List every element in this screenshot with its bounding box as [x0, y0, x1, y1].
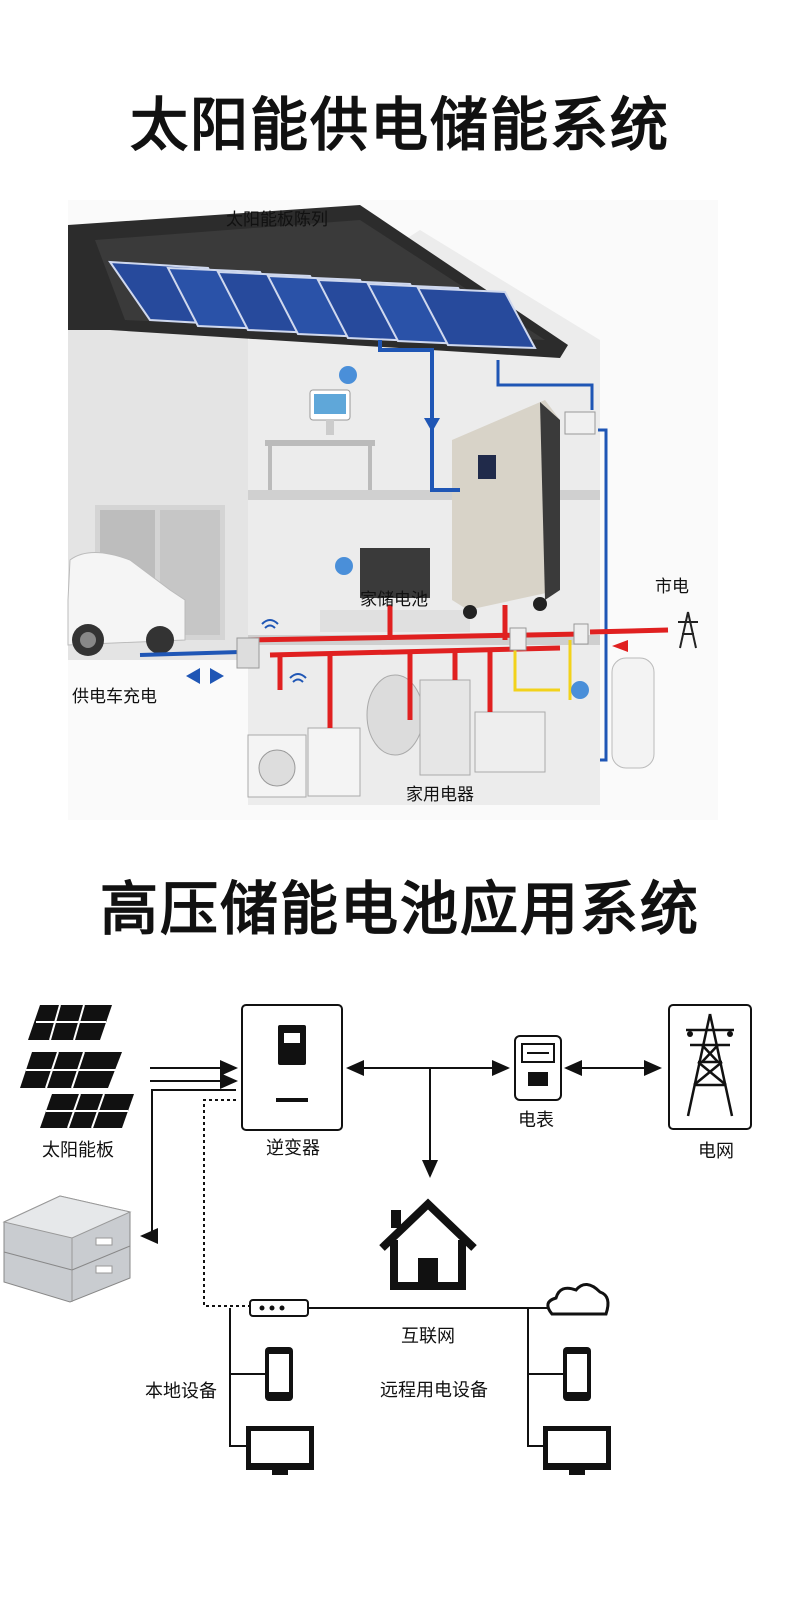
inverter-icon: [241, 1004, 343, 1131]
router-icon: [249, 1299, 309, 1317]
home-energy-illustration: [67, 200, 718, 820]
label-grid-power: 市电: [655, 577, 689, 597]
electric-car: [67, 552, 186, 656]
label-ev-charging: 供电车充电: [72, 687, 157, 707]
label-meter: 电表: [518, 1110, 554, 1131]
local-phone-icon: [265, 1347, 293, 1401]
label-inverter: 逆变器: [266, 1138, 320, 1159]
section1-title: 太阳能供电储能系统: [129, 91, 670, 159]
section2-title: 高压储能电池应用系统: [99, 875, 700, 943]
grid-tower-icon: [678, 611, 698, 649]
home-battery-unit: [452, 400, 560, 619]
meter-icon: [514, 1035, 562, 1101]
wifi-icon: [261, 619, 307, 683]
label-solar-panel: 太阳能板: [42, 1140, 114, 1161]
label-internet: 互联网: [401, 1326, 455, 1347]
label-remote-devices: 远程用电设备: [380, 1380, 488, 1401]
label-appliances: 家用电器: [406, 785, 474, 805]
local-monitor-icon: [246, 1426, 314, 1475]
label-solar-array: 太阳能板陈列: [226, 210, 328, 230]
house-icon: [379, 1198, 477, 1290]
globe-icon: [335, 366, 589, 699]
label-local-devices: 本地设备: [145, 1381, 217, 1402]
label-home-battery: 家储电池: [360, 590, 428, 610]
battery-module-icon: [2, 1195, 132, 1303]
label-grid: 电网: [698, 1141, 734, 1162]
cloud-icon: [546, 1283, 610, 1316]
solar-panel-array: [108, 260, 537, 350]
remote-monitor-icon: [543, 1426, 611, 1475]
power-grid-icon: [668, 1004, 752, 1130]
remote-phone-icon: [563, 1347, 591, 1401]
storage-application-diagram: [2, 1004, 752, 1475]
solar-panel-icon: [20, 1004, 134, 1129]
